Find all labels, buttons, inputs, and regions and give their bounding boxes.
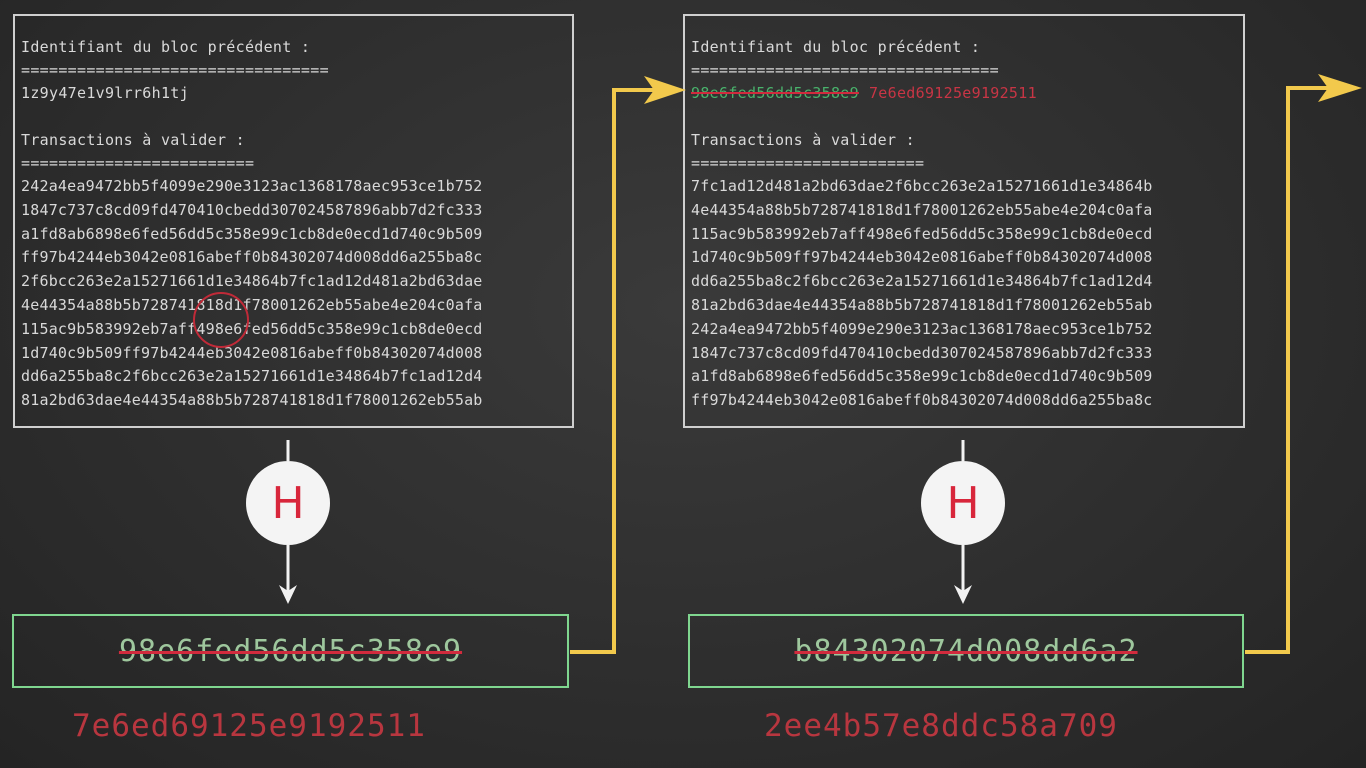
transaction-line: 81a2bd63dae4e44354a88b5b728741818d1f7800… [691,295,1153,314]
transaction-line: 4e44354a88b5b728741818d1f78001262eb55abe… [21,295,483,314]
transaction-list: 7fc1ad12d481a2bd63dae2f6bcc263e2a1527166… [691,175,1239,413]
transaction-line: 7fc1ad12d481a2bd63dae2f6bcc263e2a1527166… [691,177,1153,195]
transaction-line: 1d740c9b509ff97b4244eb3042e0816abeff0b84… [21,343,483,362]
transaction-line: 1847c737c8cd09fd470410cbedd307024587896a… [691,343,1153,362]
arrowhead-down-1 [279,585,297,604]
prev-block-id-new: 7e6ed69125e9192511 [868,84,1037,102]
prev-block-rule: ================================= [21,61,329,79]
transaction-line: 4e44354a88b5b728741818d1f78001262eb55abe… [691,200,1153,219]
yellow-arrowhead-2 [1318,74,1362,102]
hash-function-1: H [246,461,330,545]
transaction-line: 1847c737c8cd09fd470410cbedd307024587896a… [21,200,483,219]
transactions-label: Transactions à valider : [21,131,245,149]
transaction-line: a1fd8ab6898e6fed56dd5c358e99c1cb8de0ecd1… [691,367,1153,386]
yellow-arrowhead-1 [644,76,686,104]
block-2: Identifiant du bloc précédent : ========… [683,14,1245,428]
transaction-line: dd6a255ba8c2f6bcc263e2a15271661d1e34864b… [691,272,1153,291]
prev-block-label: Identifiant du bloc précédent : [21,38,311,56]
arrowhead-down-2 [954,585,972,604]
hash-function-2: H [921,461,1005,545]
transactions-label: Transactions à valider : [691,131,915,149]
block-1: Identifiant du bloc précédent : ========… [13,14,574,428]
transactions-rule: ========================= [21,154,255,172]
hash-box-1: 98e6fed56dd5c358e9 [12,614,569,688]
transaction-line: a1fd8ab6898e6fed56dd5c358e99c1cb8de0ecd1… [21,224,483,243]
prev-block-id: 98e6fed56dd5c358e9 7e6ed69125e9192511 [691,82,1239,105]
transaction-line: 242a4ea9472bb5f4099e290e3123ac1368178aec… [21,177,483,195]
transaction-line: ff97b4244eb3042e0816abeff0b84302074d008d… [21,248,483,267]
prev-block-id-old: 98e6fed56dd5c358e9 [691,84,859,102]
yellow-link-2 [1245,86,1336,654]
transaction-line: 115ac9b583992eb7aff498e6fed56dd5c358e99c… [21,319,483,338]
modified-character-circle [193,292,249,348]
yellow-link-1 [570,88,660,654]
prev-block-rule: ================================= [691,61,999,79]
hash-new-2: 2ee4b57e8ddc58a709 [764,708,1118,744]
transaction-list: 242a4ea9472bb5f4099e290e3123ac1368178aec… [21,175,568,413]
prev-block-id: 1z9y47e1v9lrr6h1tj [21,84,189,102]
transaction-line: 2f6bcc263e2a15271661d1e34864b7fc1ad12d48… [21,272,483,291]
transaction-line: 115ac9b583992eb7aff498e6fed56dd5c358e99c… [691,224,1153,243]
transaction-line: 1d740c9b509ff97b4244eb3042e0816abeff0b84… [691,248,1153,267]
hash-old-2: b84302074d008dd6a2 [794,633,1138,669]
hash-new-1: 7e6ed69125e9192511 [72,708,426,744]
transaction-line: dd6a255ba8c2f6bcc263e2a15271661d1e34864b… [21,367,483,386]
transaction-line: 242a4ea9472bb5f4099e290e3123ac1368178aec… [691,319,1153,338]
transaction-line: 81a2bd63dae4e44354a88b5b728741818d1f7800… [21,391,483,410]
hash-old-1: 98e6fed56dd5c358e9 [118,633,463,669]
transactions-rule: ========================= [691,154,925,172]
transaction-line: ff97b4244eb3042e0816abeff0b84302074d008d… [691,391,1153,410]
hash-box-2: b84302074d008dd6a2 [688,614,1244,688]
prev-block-label: Identifiant du bloc précédent : [691,38,981,56]
